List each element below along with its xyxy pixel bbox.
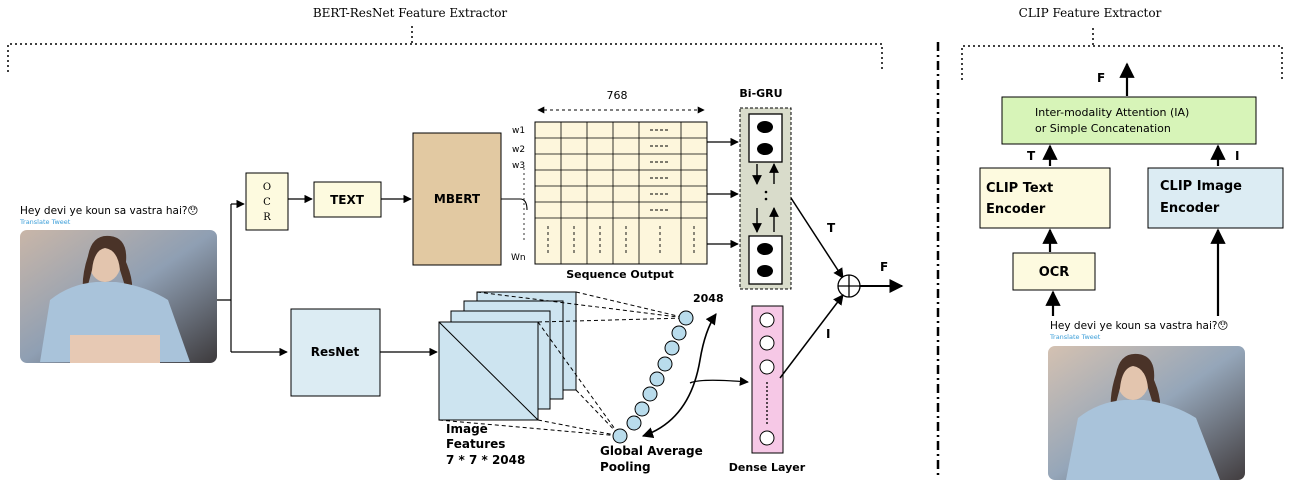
gru-dot — [757, 143, 773, 155]
dense-node — [759, 430, 775, 446]
pool-node — [612, 428, 628, 444]
t-label: T — [827, 221, 836, 235]
dense-layer-label: Dense Layer — [729, 461, 806, 474]
pooling-vector — [612, 310, 694, 444]
photo-hair — [82, 235, 133, 302]
pool-dim-label: 2048 — [693, 292, 724, 305]
clip-photo-jacket — [1066, 400, 1220, 480]
feature-maps — [438, 291, 577, 421]
clip-tweet-text: Hey devi ye koun sa vastra hai?😯 — [1050, 320, 1228, 332]
resnet-label: ResNet — [311, 345, 360, 359]
i-label: I — [826, 327, 830, 341]
clip-image-encoder — [1147, 167, 1284, 229]
mbert-label: MBERT — [434, 192, 481, 206]
ia-line1: Inter-modality Attention (IA) — [1035, 106, 1189, 119]
bert-resnet-title: BERT-ResNet Feature Extractor — [313, 6, 508, 20]
gru-dot — [757, 121, 773, 133]
translate-tweet-link[interactable]: Translate Tweet — [19, 218, 71, 226]
clip-photo-hair — [1110, 353, 1161, 420]
word-label-w3: w3 — [512, 161, 525, 171]
image-features-line1: Image — [446, 422, 488, 436]
gru-dot — [757, 265, 773, 277]
clip-bracket — [961, 28, 1283, 80]
clip-image-line1: CLIP Image — [1160, 179, 1242, 194]
dense-box — [751, 305, 784, 454]
f-label: F — [880, 260, 888, 274]
gap-label-line2: Pooling — [600, 460, 651, 474]
clip-section: CLIP Feature Extractor F Inter-modality … — [961, 6, 1284, 480]
edge-mbert-seq — [501, 198, 528, 211]
grid-vertical-dashes — [547, 226, 695, 256]
sequence-output-label: Sequence Output — [566, 268, 674, 281]
fusion-plus — [838, 275, 860, 297]
grid-dashes — [650, 129, 670, 211]
gap-label-line1: Global Average — [600, 444, 703, 458]
clip-title: CLIP Feature Extractor — [1019, 6, 1162, 20]
pool-node — [634, 401, 650, 417]
ia-line2: or Simple Concatenation — [1035, 122, 1171, 135]
pool-node — [626, 415, 642, 431]
bert-resnet-section: BERT-ResNet Feature Extractor Hey devi y… — [7, 6, 904, 474]
gru-dot — [757, 243, 773, 255]
grid-lines — [535, 122, 707, 264]
clip-i-label: I — [1235, 149, 1239, 163]
clip-ocr-box — [1012, 252, 1096, 291]
grid-frame — [534, 121, 708, 265]
pool-dim-curve — [641, 313, 717, 439]
edge-dense-fusion — [779, 294, 844, 379]
pool-node — [671, 325, 687, 341]
text-box-label: TEXT — [330, 193, 365, 207]
pooling-projection-lines — [438, 291, 687, 437]
word-label-wn: Wn — [511, 253, 526, 263]
photo-waist — [70, 335, 160, 363]
edge-image-split — [217, 204, 232, 352]
seq-dim-label: 768 — [607, 89, 628, 102]
clip-text-line2: Encoder — [986, 202, 1046, 217]
clip-image-line2: Encoder — [1160, 201, 1220, 216]
dense-node — [759, 335, 775, 351]
gru-ellipsis-dot — [764, 197, 768, 201]
pool-node — [657, 356, 673, 372]
resnet-box — [290, 308, 381, 397]
input-tweet: Hey devi ye koun sa vastra hai?😯 Transla… — [19, 205, 217, 363]
bigru-label: Bi-GRU — [739, 87, 782, 100]
edge-pool-dense — [689, 376, 749, 386]
dense-node — [759, 312, 775, 328]
ocr-letter-o: O — [263, 182, 271, 193]
sequence-output-grid — [523, 121, 708, 265]
feature-map-diagonal — [438, 321, 539, 421]
clip-text-encoder — [979, 167, 1111, 229]
ocr-box — [245, 172, 289, 231]
dense-node — [759, 359, 775, 375]
pool-node — [664, 340, 680, 356]
image-features-line2: Features — [446, 437, 505, 451]
pool-node — [678, 310, 694, 326]
edge-gru-fusion — [790, 197, 844, 279]
ocr-letter-c: C — [263, 197, 271, 208]
clip-translate-tweet-link[interactable]: Translate Tweet — [1049, 333, 1101, 341]
word-label-w1: w1 — [512, 126, 525, 136]
gru-ellipsis-dot — [764, 190, 768, 194]
clip-ocr-label: OCR — [1039, 265, 1070, 280]
pool-node — [649, 371, 665, 387]
clip-t-label: T — [1027, 149, 1036, 163]
bert-resnet-bracket — [7, 26, 883, 72]
ocr-letter-r: R — [263, 212, 271, 223]
ia-box — [1001, 96, 1257, 145]
pool-node — [642, 386, 658, 402]
image-features-line3: 7 * 7 * 2048 — [446, 453, 525, 467]
clip-f-label: F — [1097, 71, 1105, 85]
word-label-w2: w2 — [512, 145, 525, 155]
clip-input-tweet: Hey devi ye koun sa vastra hai?😯 Transla… — [1048, 320, 1245, 480]
tweet-text: Hey devi ye koun sa vastra hai?😯 — [20, 205, 198, 217]
clip-text-line1: CLIP Text — [986, 181, 1053, 196]
